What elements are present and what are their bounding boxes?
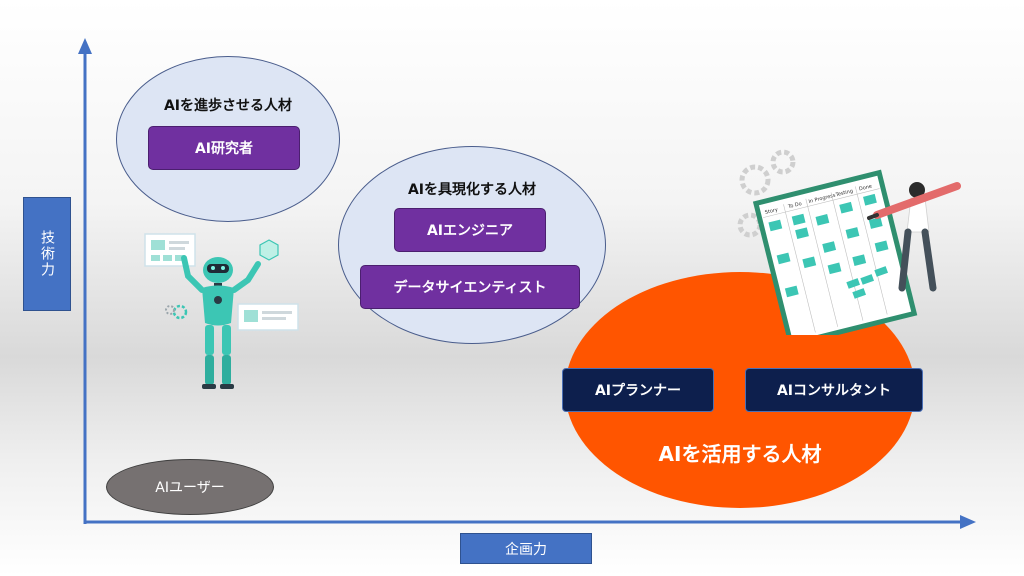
board-column-testing: Testing xyxy=(834,188,853,198)
group-ai-user-label: AIユーザー xyxy=(155,480,225,496)
y-axis-arrowhead xyxy=(78,38,92,54)
role-ai-consultant: AIコンサルタント xyxy=(745,368,923,412)
y-axis-label-text: 技術力 xyxy=(39,230,55,278)
cube-icon xyxy=(259,239,279,261)
x-axis-label-text: 企画力 xyxy=(505,541,547,558)
person-icon xyxy=(883,182,937,292)
role-ai-engineer: AIエンジニア xyxy=(394,208,546,252)
kanban-board-illustration: Story To Do In Progress Testing Done xyxy=(737,149,961,335)
role-data-scientist: データサイエンティスト xyxy=(360,265,580,309)
group-embody-ai-title: AIを具現化する人材 xyxy=(407,182,537,198)
group-advance-ai-title: AIを進歩させる人材 xyxy=(163,98,293,114)
floating-screen-right-icon xyxy=(237,303,299,331)
pencil-icon xyxy=(867,182,961,220)
gear-small-icon xyxy=(165,304,188,320)
x-axis-arrowhead xyxy=(960,515,976,529)
role-ai-planner: AIプランナー xyxy=(562,368,714,412)
role-ai-researcher: AI研究者 xyxy=(148,126,300,170)
x-axis-label: 企画力 xyxy=(460,533,592,564)
robot-illustration xyxy=(144,233,299,389)
y-axis-label: 技術力 xyxy=(23,197,71,311)
board-column-done: Done xyxy=(858,183,872,192)
kanban-board: Story To Do In Progress Testing Done xyxy=(752,169,918,335)
board-column-story: Story xyxy=(764,207,778,216)
falling-notes xyxy=(846,266,889,299)
group-ai-user: AIユーザー xyxy=(106,459,274,515)
group-utilize-ai-title: AIを活用する人材 xyxy=(658,442,822,466)
board-column-todo: To Do xyxy=(787,201,803,210)
sticky-notes xyxy=(768,193,889,298)
robot-icon xyxy=(181,255,261,389)
